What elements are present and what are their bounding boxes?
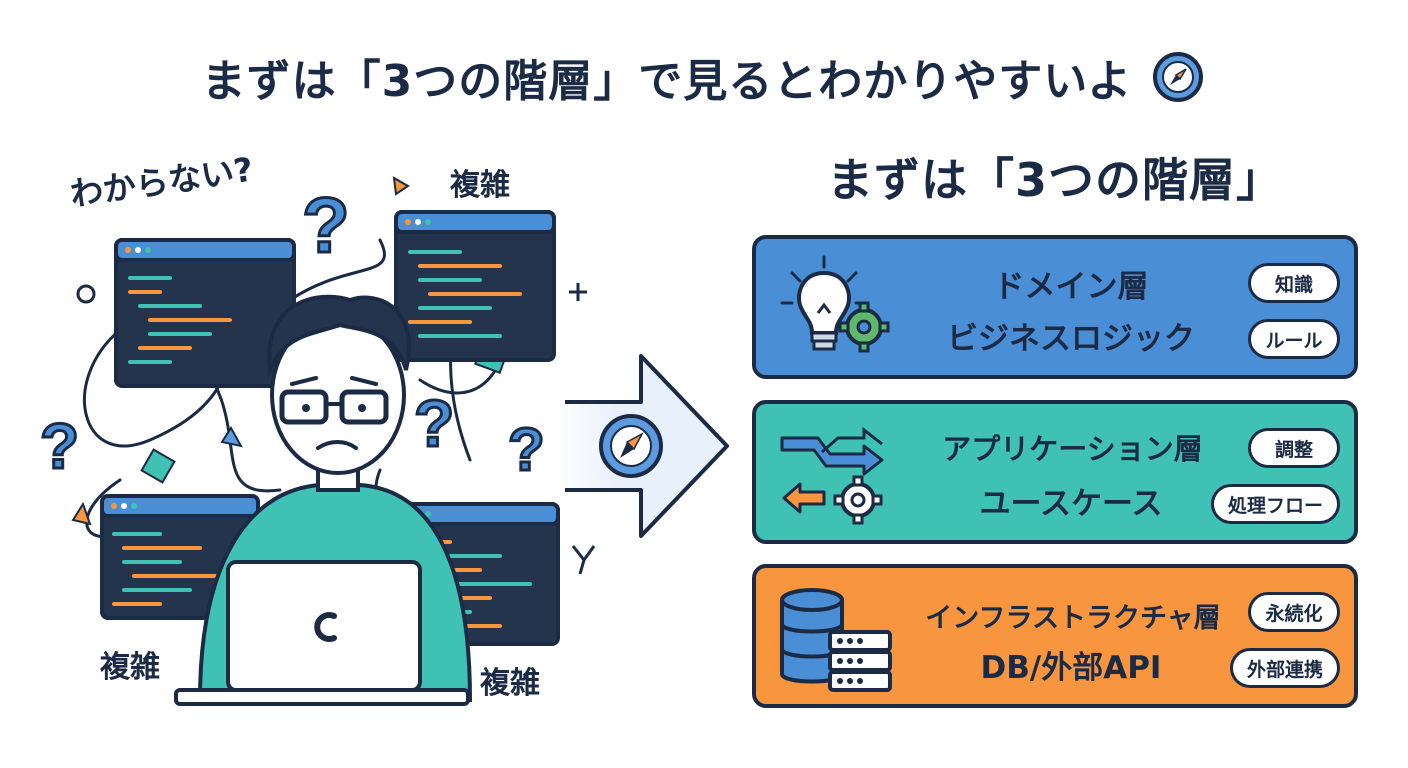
layer-subtitle: ビジネスロジック (947, 321, 1195, 357)
decor-squiggle (571, 545, 596, 575)
layer-tag: ルール (1248, 319, 1340, 359)
decor-triangle (220, 426, 243, 448)
decor-diamond (140, 448, 176, 484)
transition-arrow (555, 354, 729, 538)
code-window-icon (114, 238, 296, 388)
layer-name: アプリケーション層 (942, 432, 1203, 466)
layer-subtitle: DB/外部API (980, 650, 1162, 686)
layer-subtitle: ユースケース (979, 486, 1163, 522)
headline-text: まずは「3つの階層」で見るとわかりやすいよ (201, 56, 1133, 107)
compass-icon (1153, 52, 1204, 102)
complex-label: 複雑 (450, 168, 510, 203)
code-window-icon (394, 210, 556, 362)
layer-name: ドメイン層 (993, 269, 1149, 305)
layer-tag: 永続化 (1248, 592, 1340, 632)
question-mark-icon: ? (40, 410, 79, 482)
layer-name: インフラストラクチャ層 (925, 603, 1221, 634)
complex-label: 複雑 (100, 650, 160, 685)
flow-arrows-gear-icon (780, 426, 884, 525)
layer-tag: 外部連携 (1229, 648, 1340, 688)
confused-developer-illustration: ? ? ? ? (39, 176, 596, 706)
laptop-icon (174, 560, 470, 706)
compass-icon (599, 414, 663, 478)
domain-layer-card: ドメイン層 ビジネスロジック 知識 ルール (752, 235, 1358, 379)
lightbulb-gear-icon (780, 255, 890, 353)
question-mark-icon: ? (414, 386, 454, 460)
decor-triangle (392, 176, 410, 196)
headline: まずは「3つの階層」で見るとわかりやすいよ (0, 42, 1408, 112)
layer-tag: 調整 (1248, 428, 1340, 468)
question-mark-icons: ? ? ? ? (39, 180, 547, 485)
decor-circle (76, 284, 96, 304)
complex-label: 複雑 (480, 666, 540, 701)
layers-title: まずは「3つの階層」 (826, 153, 1283, 207)
question-mark-icon: ? (508, 416, 545, 483)
application-layer-card: アプリケーション層 ユースケース 調整 処理フロー (752, 400, 1358, 544)
layer-tag: 知識 (1248, 263, 1340, 303)
infrastructure-layer-card: インフラストラクチャ層 DB/外部API 永続化 外部連携 (752, 564, 1358, 708)
question-mark-icon: ? (302, 181, 350, 269)
decor-plus (569, 283, 587, 301)
database-server-icon (780, 588, 892, 692)
layer-tag: 処理フロー (1210, 484, 1340, 524)
decor-triangle (71, 501, 92, 526)
